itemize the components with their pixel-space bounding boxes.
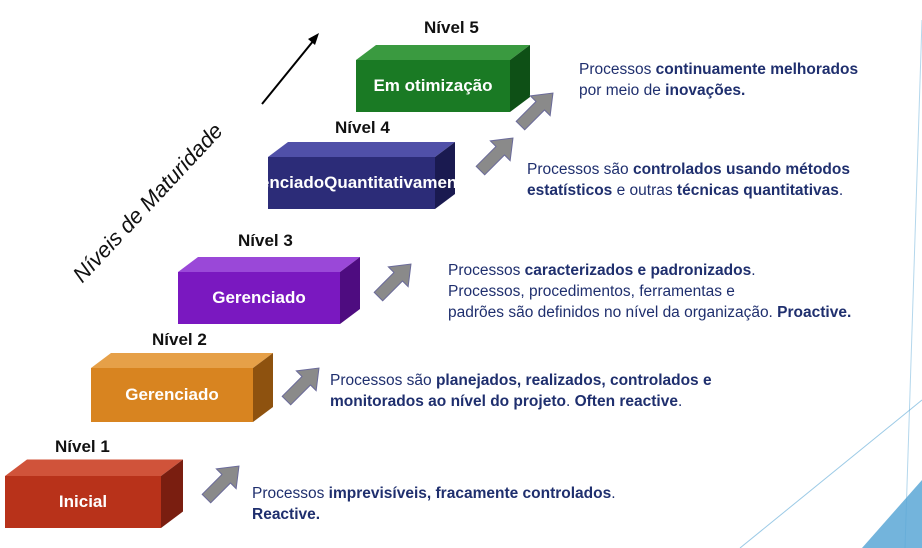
level-5-box-title: Em otimização (346, 60, 520, 112)
box-front-face (268, 157, 435, 209)
level-1-label: Nível 1 (55, 437, 110, 456)
level-3-box-title: Gerenciado (168, 272, 350, 324)
level-box-5 (356, 45, 530, 112)
emphasis-text: controlados usando métodos (632, 161, 850, 178)
plain-text: Processos (252, 485, 329, 502)
accent-line (739, 399, 922, 548)
step-arrow-3 (373, 263, 412, 302)
plain-text: Processos, procedimentos, ferramentas e (448, 282, 735, 300)
box-title-line: Gerenciado (125, 384, 219, 404)
plain-text: Processos (448, 262, 525, 279)
level-box-1 (5, 459, 183, 528)
emphasis-text: Often reactive (574, 392, 678, 410)
description-line: estatísticos e outras técnicas quantitat… (527, 181, 850, 202)
arrow-icon (201, 465, 240, 504)
axis-arrowhead-icon (308, 33, 319, 45)
box-top-face (91, 353, 273, 368)
box-top-face (5, 459, 183, 476)
plain-text: . (751, 262, 756, 279)
description-line: por meio de inovações. (579, 81, 858, 102)
box-side-face (435, 142, 455, 209)
accent-line (904, 19, 922, 548)
plain-text: . (838, 181, 844, 199)
level-1-description: Processos imprevisíveis, fracamente cont… (252, 484, 616, 526)
emphasis-text: estatísticos (527, 181, 613, 199)
box-title-line: Inicial (58, 491, 108, 511)
box-side-face (161, 459, 183, 528)
level-box-4 (268, 142, 455, 209)
corner-triangle (862, 480, 922, 548)
level-1-box-title: Inicial (0, 476, 171, 528)
arrow-icon (281, 367, 320, 406)
arrow-icon (373, 263, 412, 302)
maturity-axis-arrow (261, 33, 319, 105)
step-arrow-4 (475, 137, 514, 176)
box-top-face (268, 142, 455, 157)
level-4-label: Nível 4 (335, 118, 390, 137)
arrow-icon (475, 137, 514, 176)
emphasis-text: caracterizados e padronizados (524, 262, 752, 279)
plain-text: por meio de (579, 81, 666, 99)
box-top-face (178, 257, 360, 272)
emphasis-text: imprevisíveis, fracamente controlados (328, 485, 612, 502)
description-line: padrões são definidos no nível da organi… (448, 303, 851, 324)
level-box-2 (91, 353, 273, 422)
arrow-icon (515, 92, 554, 131)
level-4-description: Processos são controlados usando métodos… (527, 160, 850, 202)
emphasis-text: técnicas quantitativas (676, 181, 839, 199)
plain-text: Processos (579, 61, 656, 78)
plain-text: padrões são definidos no nível da organi… (448, 303, 778, 321)
emphasis-text: inovações. (665, 81, 746, 99)
plain-text: Processos são (330, 372, 436, 389)
description-line: Processos imprevisíveis, fracamente cont… (252, 484, 616, 505)
box-title-line: Gerenciado (230, 172, 325, 192)
box-front-face (91, 368, 253, 422)
step-arrows (201, 92, 554, 504)
emphasis-text: planejados, realizados, controlados e (435, 372, 712, 389)
box-top-face (356, 45, 530, 60)
level-2-description: Processos são planejados, realizados, co… (330, 371, 712, 413)
box-front-face (356, 60, 510, 112)
level-2-label: Nível 2 (152, 330, 207, 349)
box-title-line: Em otimização (373, 75, 493, 95)
plain-text: Processos são (527, 161, 633, 178)
description-line: Processos são controlados usando métodos (527, 160, 850, 181)
emphasis-text: monitorados ao nível do projeto (330, 392, 566, 410)
emphasis-text: Proactive. (777, 303, 852, 321)
description-line: Processos, procedimentos, ferramentas e (448, 282, 851, 303)
slide-corner-accent (739, 19, 922, 548)
plain-text: . (611, 485, 616, 502)
description-line: Processos continuamente melhorados (579, 60, 858, 81)
axis-line (261, 39, 315, 105)
box-side-face (340, 257, 360, 324)
level-2-box-title: Gerenciado (81, 368, 263, 422)
plain-text: e outras (612, 181, 677, 199)
box-side-face (510, 45, 530, 112)
level-3-label: Nível 3 (238, 231, 293, 250)
box-title-line: Gerenciado (212, 287, 306, 307)
emphasis-text: continuamente melhorados (655, 61, 859, 78)
description-line: monitorados ao nível do projeto. Often r… (330, 392, 712, 413)
level-box-3 (178, 257, 360, 324)
plain-text: . (565, 392, 575, 410)
description-line: Processos são planejados, realizados, co… (330, 371, 712, 392)
level-boxes (5, 45, 530, 528)
step-arrow-5 (515, 92, 554, 131)
step-arrow-2 (281, 367, 320, 406)
step-arrow-1 (201, 465, 240, 504)
box-title-line: Quantitativamente (324, 172, 473, 192)
level-3-description: Processos caracterizados e padronizados.… (448, 261, 851, 324)
box-front-face (178, 272, 340, 324)
level-5-label: Nível 5 (424, 18, 479, 37)
description-line: Processos caracterizados e padronizados. (448, 261, 851, 282)
box-front-face (5, 476, 161, 528)
emphasis-text: Reactive. (252, 505, 321, 523)
box-side-face (253, 353, 273, 422)
description-line: Reactive. (252, 505, 616, 526)
plain-text: . (677, 392, 683, 410)
